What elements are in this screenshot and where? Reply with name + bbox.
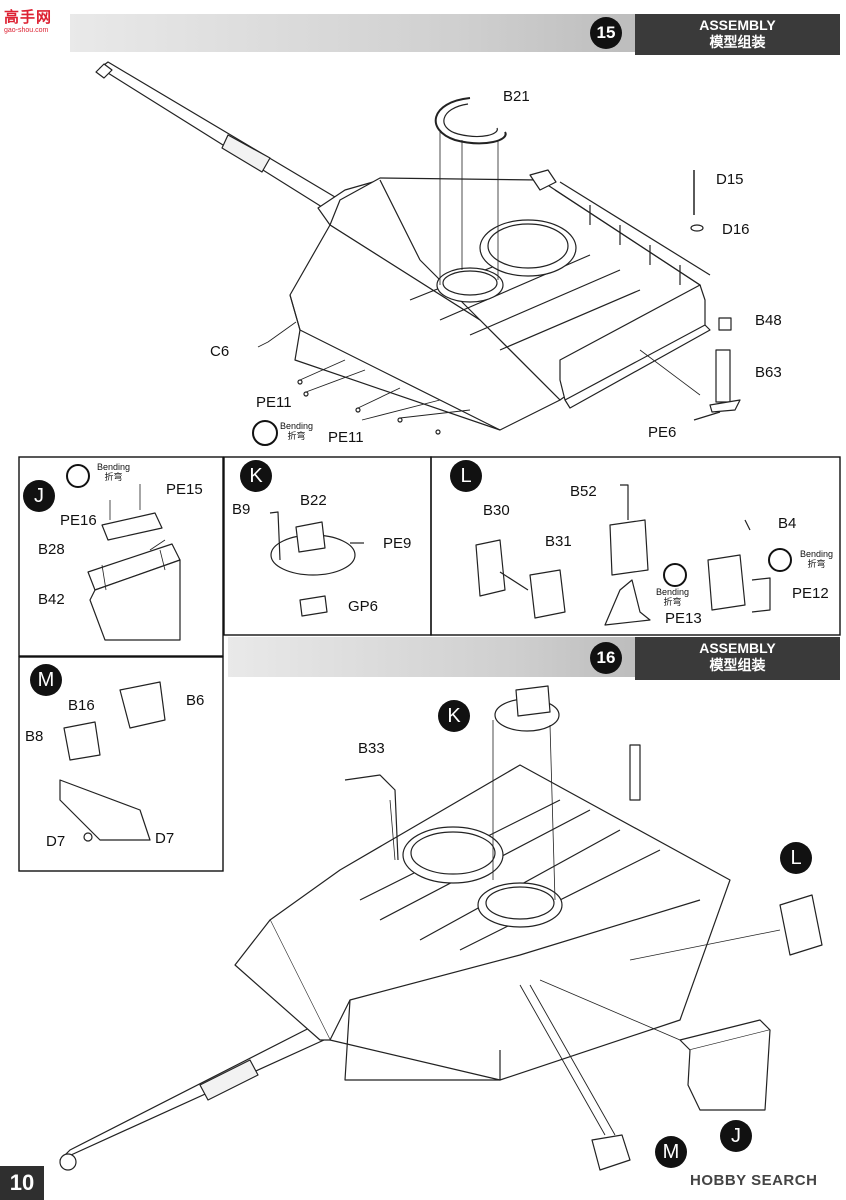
label-pe6: PE6	[648, 424, 677, 441]
label-d15: D15	[716, 171, 744, 188]
label-b8: B8	[25, 728, 44, 745]
bending-icon	[663, 563, 687, 587]
subL-letter: L	[450, 460, 482, 492]
bending-note-cn: 折弯	[104, 472, 123, 482]
subM-drawing	[59, 681, 166, 842]
step15-title-box: ASSEMBLY 模型组装	[635, 14, 840, 55]
label-b21: B21	[503, 88, 530, 105]
subK-letter: K	[240, 460, 272, 492]
step16-title-cn: 模型组装	[709, 657, 766, 673]
label-b22: B22	[300, 492, 327, 509]
step15-number: 15	[590, 17, 622, 49]
label-b4: B4	[778, 515, 797, 532]
label-d16: D16	[722, 221, 750, 238]
label-pe12: PE12	[792, 585, 829, 602]
page-number: 10	[0, 1166, 44, 1200]
step16-ref-j: J	[720, 1120, 752, 1152]
label-pe15: PE15	[166, 481, 203, 498]
step15-title-en: ASSEMBLY	[699, 17, 776, 33]
label-pe11-left: PE11	[256, 394, 292, 411]
bending-note: Bending 折弯	[800, 549, 833, 569]
bending-note-cn: 折弯	[287, 431, 306, 441]
label-b16: B16	[68, 697, 95, 714]
label-b6: B6	[186, 692, 205, 709]
label-b30: B30	[483, 502, 510, 519]
label-pe11-right: PE11	[328, 429, 364, 446]
bending-note-cn: 折弯	[807, 559, 826, 569]
label-c6: C6	[210, 343, 230, 360]
site-logo: 高手网 gao-shou.com	[4, 6, 70, 34]
subK-drawing	[269, 511, 364, 617]
label-d7-left: D7	[46, 833, 66, 850]
bending-note-en: Bending	[280, 421, 314, 431]
bending-note: Bending 折弯	[97, 462, 130, 482]
step16-header-band	[228, 637, 636, 677]
subL-drawing	[475, 484, 771, 626]
bending-note: Bending 折弯	[656, 587, 689, 607]
label-pe13: PE13	[665, 610, 702, 627]
step16-title-en: ASSEMBLY	[699, 640, 776, 656]
bending-icon	[66, 464, 90, 488]
label-b28: B28	[38, 541, 65, 558]
bending-note-en: Bending	[800, 549, 834, 559]
step16-turret-drawing	[59, 685, 823, 1171]
bending-note-cn: 折弯	[663, 597, 682, 607]
site-logo-url: gao-shou.com	[4, 27, 49, 34]
label-b52: B52	[570, 483, 597, 500]
step15-header-band	[70, 14, 635, 52]
step15-title-cn: 模型组装	[709, 34, 766, 50]
subM-letter: M	[30, 664, 62, 696]
bending-icon	[252, 420, 278, 446]
label-b42: B42	[38, 591, 65, 608]
label-b48: B48	[755, 312, 782, 329]
step16-number: 16	[590, 642, 622, 674]
label-b33: B33	[358, 740, 385, 757]
label-pe9: PE9	[383, 535, 412, 552]
site-logo-text: 高手网	[4, 9, 53, 26]
step16-ref-k: K	[438, 700, 470, 732]
label-b31: B31	[545, 533, 572, 550]
subL-frame	[430, 456, 841, 636]
step16-ref-m: M	[655, 1136, 687, 1168]
step15-turret-drawing	[95, 61, 741, 435]
label-b9: B9	[232, 501, 251, 518]
subJ-frame	[18, 456, 224, 657]
bending-note-en: Bending	[97, 462, 131, 472]
label-b63: B63	[755, 364, 782, 381]
subM-frame	[18, 656, 224, 872]
step16-ref-l: L	[780, 842, 812, 874]
step16-title-box: ASSEMBLY 模型组装	[635, 637, 840, 680]
subJ-letter: J	[23, 480, 55, 512]
bending-note-en: Bending	[656, 587, 690, 597]
label-d7-right: D7	[155, 830, 175, 847]
subJ-drawing	[87, 484, 181, 641]
label-pe16: PE16	[60, 512, 97, 529]
watermark: HOBBY SEARCH	[690, 1172, 818, 1189]
bending-icon	[768, 548, 792, 572]
bending-note: Bending 折弯	[280, 421, 313, 441]
label-gp6: GP6	[348, 598, 379, 615]
